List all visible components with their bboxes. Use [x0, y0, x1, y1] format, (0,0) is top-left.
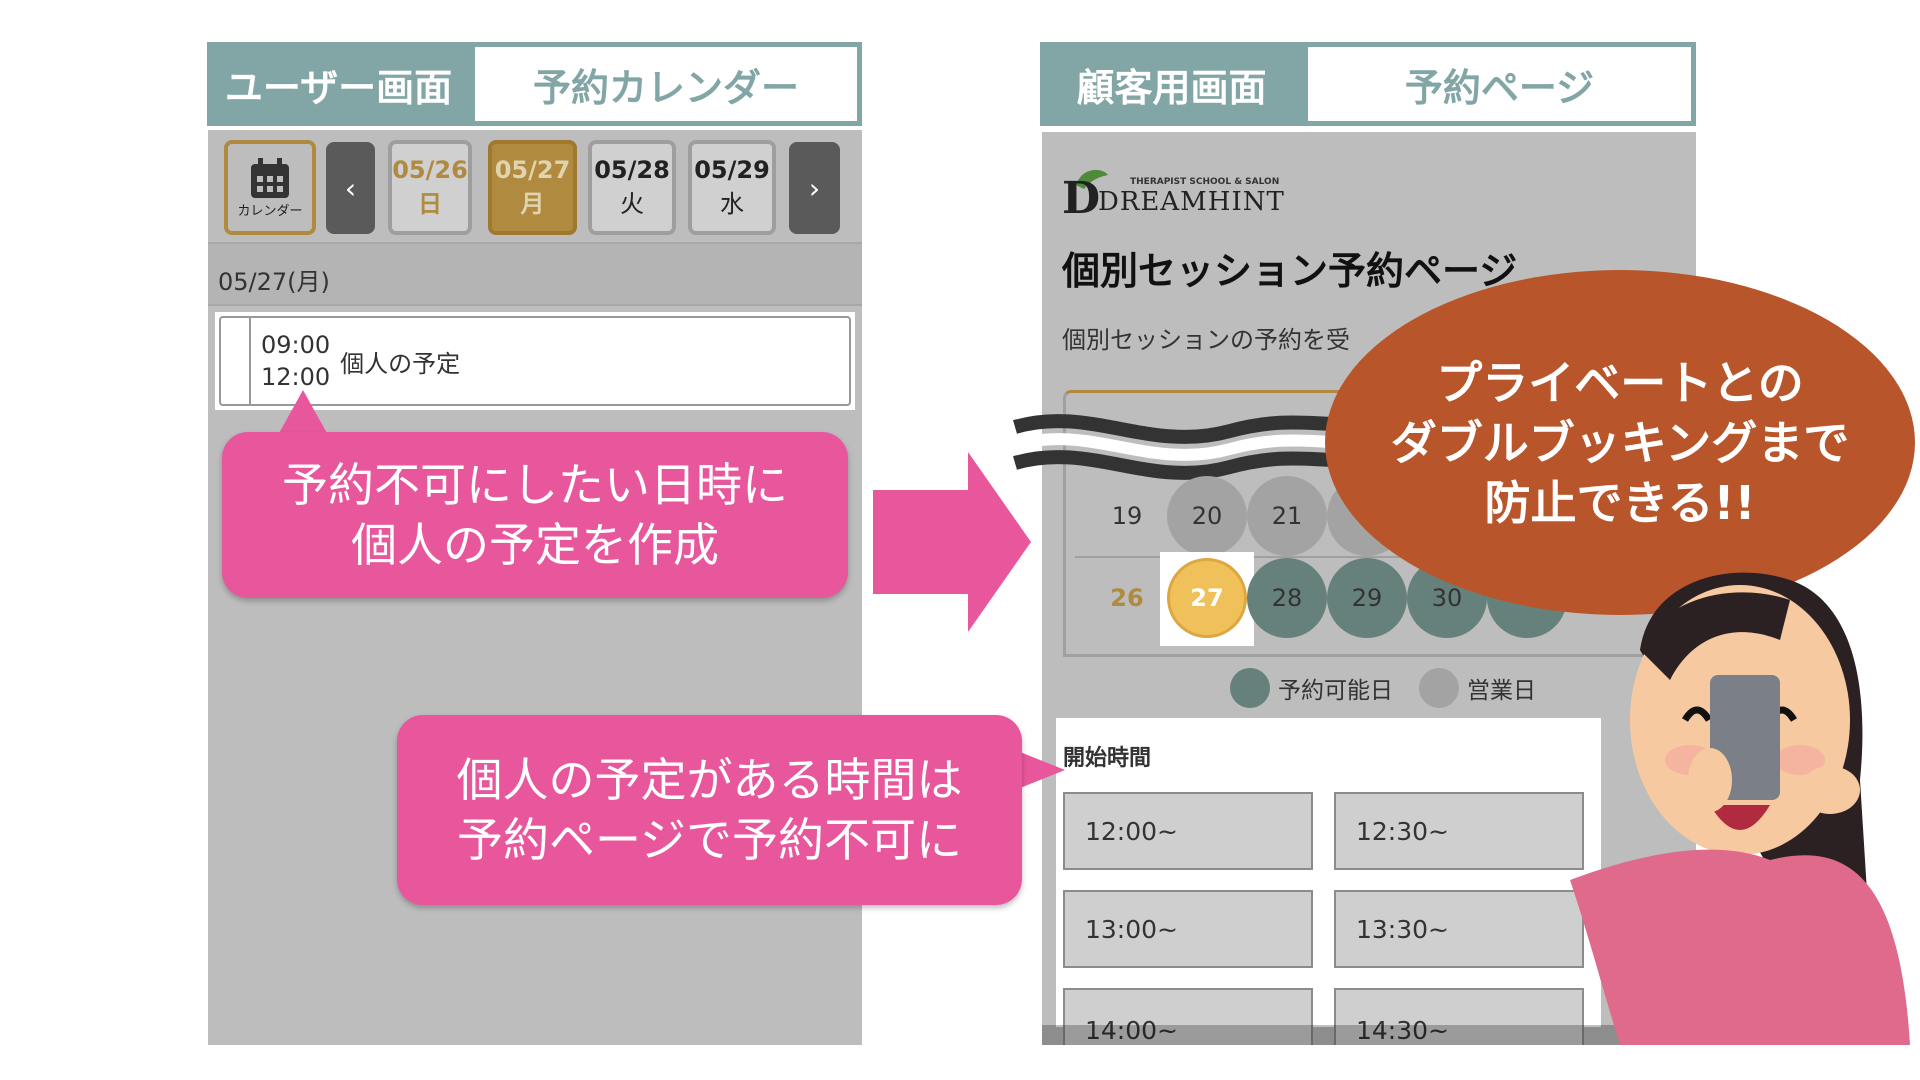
callout-blocked-time: 個人の予定がある時間は予約ページで予約不可に	[397, 715, 1022, 905]
day-27-selected[interactable]: 27	[1167, 558, 1247, 638]
date: 05/26	[392, 156, 468, 184]
callout1-pointer	[278, 390, 328, 435]
page-title: 個別セッション予約ページ	[1062, 249, 1518, 293]
booking-calendar-title: 予約カレンダー	[470, 42, 862, 126]
logo-name: DREAMHINT	[1098, 187, 1285, 217]
callout-line: 予約不可にしたい日時に	[282, 458, 788, 512]
date-tab-0527[interactable]: 05/27 月	[488, 140, 577, 235]
woman-with-phone-illustration	[1570, 572, 1910, 1045]
day-19: 19	[1111, 502, 1143, 530]
speech-bubble: プライベートとの ダブルブッキングまで 防止できる!!	[1325, 270, 1915, 615]
day-20[interactable]: 20	[1167, 476, 1247, 556]
speech-line: プライベートとの	[1436, 355, 1804, 410]
svg-text:D: D	[1062, 173, 1100, 215]
weekday: 火	[620, 190, 644, 218]
date-tab-0529[interactable]: 05/29 水	[688, 140, 776, 235]
right-arrow-icon	[873, 452, 1031, 632]
day-21[interactable]: 21	[1247, 476, 1327, 556]
slot-1430[interactable]: 14:30~	[1334, 988, 1584, 1045]
dreamhint-logo: D THERAPIST SCHOOL & SALON DREAMHINT	[1062, 165, 1292, 225]
calendar-button[interactable]: カレンダー	[224, 140, 316, 235]
next-button[interactable]: ›	[789, 142, 840, 234]
scroll-shadow	[1042, 1025, 1696, 1045]
calendar-button-label: カレンダー	[237, 204, 303, 219]
chevron-right-icon: ›	[808, 171, 821, 205]
prev-button[interactable]: ‹	[326, 142, 375, 234]
chevron-left-icon: ‹	[344, 171, 357, 205]
day-26: 26	[1110, 584, 1144, 612]
speech-line: ダブルブッキングまで	[1390, 415, 1850, 470]
customer-screen-tab: 顧客用画面	[1040, 42, 1303, 126]
legend: 予約可能日 営業日	[1230, 668, 1536, 708]
date-tab-0528[interactable]: 05/28 火	[588, 140, 676, 235]
wave-break-icon	[1013, 414, 1350, 480]
start-time-label: 開始時間	[1063, 746, 1152, 771]
page-description: 個別セッションの予約を受	[1062, 326, 1350, 354]
weekday: 水	[720, 190, 744, 218]
day-28[interactable]: 28	[1247, 558, 1327, 638]
user-screen-tab: ユーザー画面	[207, 42, 470, 126]
weekday: 月	[520, 190, 545, 218]
callout-line: 個人の予定がある時間は	[456, 753, 963, 807]
speech-line: 防止できる!!	[1484, 475, 1756, 530]
day-29[interactable]: 29	[1327, 558, 1407, 638]
slot-1400[interactable]: 14:00~	[1063, 988, 1313, 1045]
date-tab-0526[interactable]: 05/26 日	[388, 140, 472, 235]
callout-line: 予約ページで予約不可に	[456, 813, 963, 867]
event-end: 12:00	[261, 363, 331, 391]
slot-1300[interactable]: 13:00~	[1063, 890, 1313, 968]
callout-line: 個人の予定を作成	[351, 518, 719, 572]
booking-page-title: 予約ページ	[1303, 42, 1696, 126]
event-title: 個人の予定	[340, 349, 461, 378]
business-dot-icon	[1419, 668, 1459, 708]
calendar-row-divider	[1075, 556, 1660, 558]
legend-available: 予約可能日	[1278, 678, 1393, 704]
date: 05/27	[494, 156, 571, 184]
callout-create-event: 予約不可にしたい日時に個人の予定を作成	[222, 432, 848, 598]
leaf-logo-icon: D	[1062, 169, 1108, 215]
legend-business: 営業日	[1467, 678, 1536, 704]
calendar-icon	[251, 158, 289, 198]
slot-1230[interactable]: 12:30~	[1334, 792, 1584, 870]
weekday: 日	[418, 190, 442, 218]
time-slot-section	[1056, 718, 1601, 1027]
slot-1330[interactable]: 13:30~	[1334, 890, 1584, 968]
date: 05/29	[694, 156, 770, 184]
event-start: 09:00	[261, 331, 331, 359]
slot-1200[interactable]: 12:00~	[1063, 792, 1313, 870]
date: 05/28	[594, 156, 670, 184]
available-dot-icon	[1230, 668, 1270, 708]
selected-date-label: 05/27(月)	[208, 242, 862, 306]
logo-tagline: THERAPIST SCHOOL & SALON	[1130, 177, 1280, 187]
